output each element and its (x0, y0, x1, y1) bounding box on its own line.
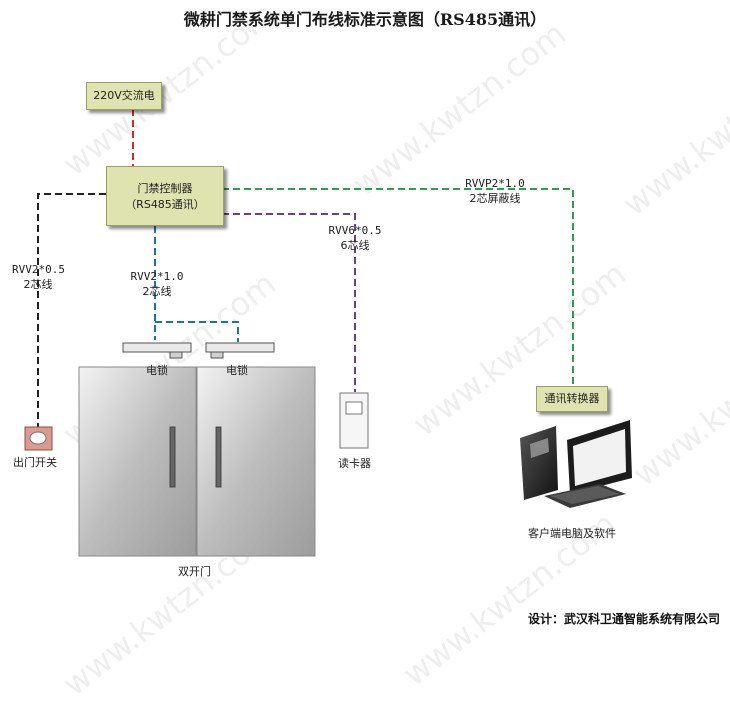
card-reader-device (339, 392, 369, 449)
wiring-diagram: www.kwtzn.com www.kwtzn.com www.kwtzn.co… (12, 0, 730, 704)
power-label: 220V交流电 (93, 89, 155, 102)
exit-button-wire (37, 193, 106, 428)
lock-wire-branch (155, 321, 239, 342)
exit-button-label: 出门开关 (13, 456, 57, 469)
comm-cable-label: RVVP2*1.0 2芯屏蔽线 (465, 177, 525, 205)
lock-left-label: 电锁 (146, 364, 168, 377)
door-label: 双开门 (178, 565, 211, 578)
card-reader-label: 读卡器 (338, 457, 371, 470)
electric-lock-right (205, 342, 275, 359)
lock-cable-label: RVV2*1.0 2芯线 (130, 270, 184, 298)
reader-cable-label: RVV6*0.5 6芯线 (328, 224, 382, 252)
designer-credit: 设计：武汉科卫通智能系统有限公司 (527, 612, 720, 626)
reader-wire (222, 213, 356, 392)
computer-icon (520, 420, 632, 508)
exit-button-device (24, 426, 53, 451)
exit-cable-label: RVV2*0.5 2芯线 (12, 263, 65, 291)
double-door (78, 366, 316, 557)
comm-wire (222, 188, 574, 386)
lock-right-label: 电锁 (226, 364, 248, 377)
communication-converter-box: 通讯转换器 (536, 386, 608, 412)
access-controller-box: 门禁控制器 （RS485通讯） (106, 166, 224, 226)
controller-subtitle: （RS485通讯） (125, 198, 205, 211)
pc-label: 客户端电脑及软件 (528, 527, 616, 540)
electric-lock-left (122, 342, 192, 359)
controller-title: 门禁控制器 (137, 182, 193, 195)
converter-label: 通讯转换器 (544, 392, 600, 405)
wiring-lines (24, 109, 632, 557)
diagram-title: 微耕门禁系统单门布线标准示意图（RS485通讯） (183, 10, 547, 29)
power-supply-box: 220V交流电 (86, 82, 162, 110)
